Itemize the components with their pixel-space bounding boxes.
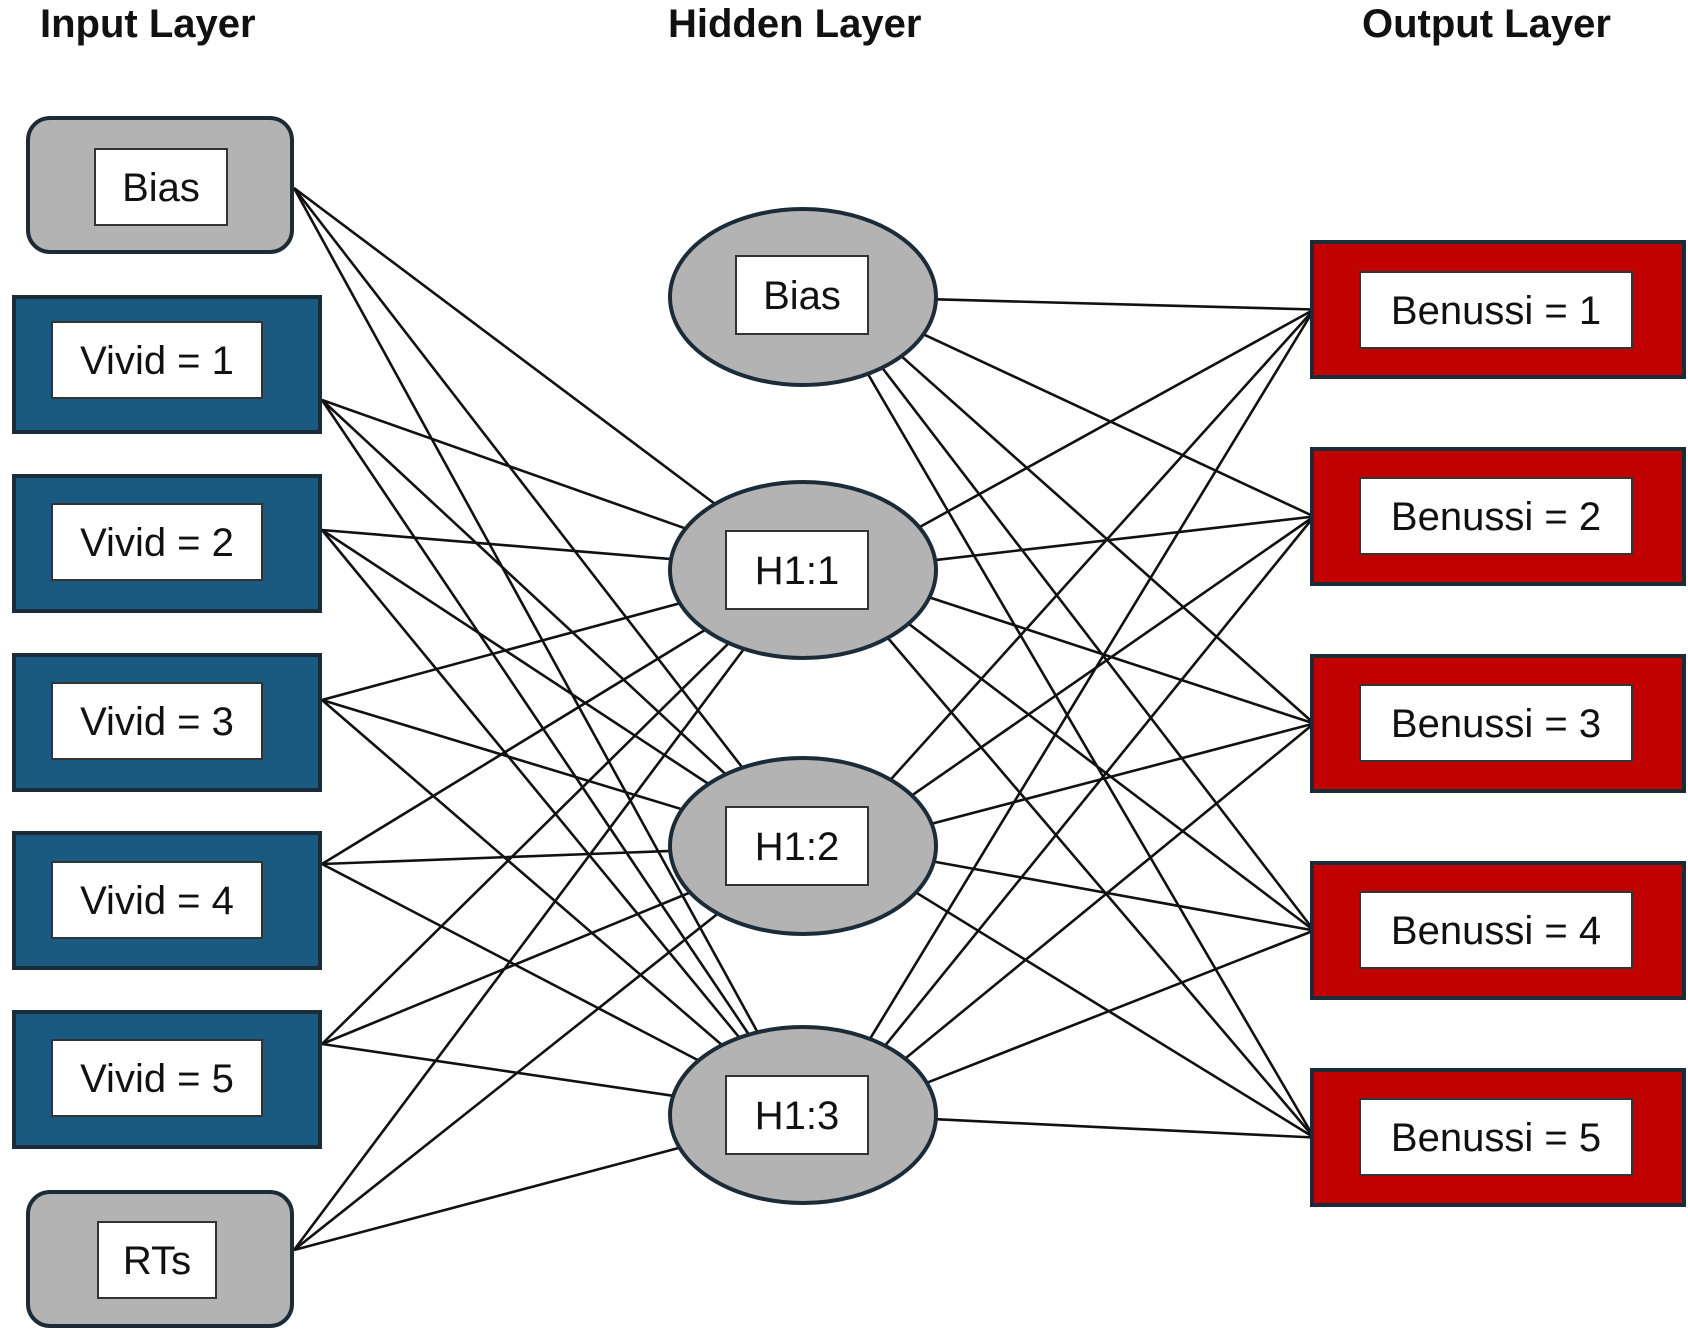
hid-bias-label: Bias [763,274,841,318]
in-vivid-5-label: Vivid = 5 [80,1057,234,1101]
in-vivid-3-label: Vivid = 3 [80,700,234,744]
out-5-label: Benussi = 5 [1391,1116,1601,1160]
edge-hid-3-to-out-5 [935,1117,1315,1139]
edge-in-bias-to-hid-1 [293,186,716,506]
edge-hid-3-to-out-4 [926,929,1315,1085]
hid-3-label: H1:3 [755,1094,840,1138]
edge-in-vivid-2-to-hid-2 [321,528,710,786]
out-2-label: Benussi = 2 [1391,495,1601,539]
in-vivid-4-label-box [51,861,263,939]
hid-2-label-box [725,806,869,886]
edge-in-vivid-5-to-hid-3 [321,1042,674,1098]
edge-hid-2-to-out-4 [933,860,1315,932]
edge-hid-3-to-out-3 [904,722,1315,1060]
edge-hid-1-to-out-2 [934,515,1315,562]
out-2-label-box [1359,477,1633,555]
edge-hid-bias-to-out-5 [866,373,1316,1139]
out-4-label: Benussi = 4 [1391,909,1601,953]
connections [292,186,1316,1252]
hid-2-label: H1:2 [755,825,840,869]
edge-in-bias-to-hid-2 [292,187,744,769]
in-vivid-1-label-box [51,321,263,399]
edge-hid-2-to-out-2 [911,515,1315,797]
out-3-label: Benussi = 3 [1391,702,1601,746]
in-vivid-3-label-box [51,682,263,760]
out-3-label-box [1359,684,1633,762]
edge-in-vivid-1-to-hid-3 [320,399,750,1036]
edge-hid-bias-to-out-1 [935,298,1315,311]
out-5-label-box [1359,1098,1633,1176]
edge-hid-3-to-out-2 [884,515,1316,1047]
edge-hid-1-to-out-3 [928,596,1315,725]
in-rts-label-box [97,1221,217,1299]
in-vivid-1-label: Vivid = 1 [80,339,234,383]
edge-in-vivid-1-to-hid-1 [321,398,687,530]
in-bias-label-box [94,148,228,226]
edge-in-rts-to-hid-1 [292,648,746,1251]
edge-in-vivid-2-to-hid-3 [320,529,741,1039]
edge-in-vivid-5-to-hid-1 [321,642,730,1045]
in-vivid-2-label-box [51,503,263,581]
edge-hid-2-to-out-3 [931,722,1315,826]
output-layer-title: Output Layer [1362,2,1611,46]
edge-hid-3-to-out-1 [868,308,1316,1040]
hid-1-label-box [725,530,869,610]
in-rts-label: RTs [123,1239,191,1283]
hid-bias-label-box [735,255,869,335]
edge-hid-bias-to-out-2 [922,333,1315,518]
hidden-layer-title: Hidden Layer [668,2,922,46]
edge-in-bias-to-hid-3 [292,187,759,1033]
edge-in-vivid-3-to-hid-1 [321,602,681,702]
input-layer-title: Input Layer [40,2,256,46]
out-1-label: Benussi = 1 [1391,289,1601,333]
edge-hid-1-to-out-1 [918,308,1315,529]
edge-hid-bias-to-out-4 [881,366,1316,932]
edge-in-rts-to-hid-3 [293,1146,680,1252]
edge-in-vivid-4-to-hid-1 [321,628,706,866]
hid-3-label-box [725,1075,869,1155]
edge-in-vivid-3-to-hid-3 [321,699,723,1047]
in-vivid-4-label: Vivid = 4 [80,879,234,923]
out-4-label-box [1359,891,1633,969]
in-vivid-2-label: Vivid = 2 [80,521,234,565]
edge-in-rts-to-hid-2 [293,912,719,1252]
edge-in-vivid-4-to-hid-2 [321,849,671,866]
edge-hid-1-to-out-5 [886,636,1315,1139]
edge-hid-2-to-out-1 [889,308,1315,781]
in-vivid-5-label-box [51,1039,263,1117]
hid-1-label: H1:1 [755,549,840,593]
out-1-label-box [1359,271,1633,349]
in-bias-label: Bias [122,166,200,210]
edge-in-vivid-2-to-hid-1 [321,528,672,561]
edge-hid-2-to-out-5 [915,891,1315,1139]
